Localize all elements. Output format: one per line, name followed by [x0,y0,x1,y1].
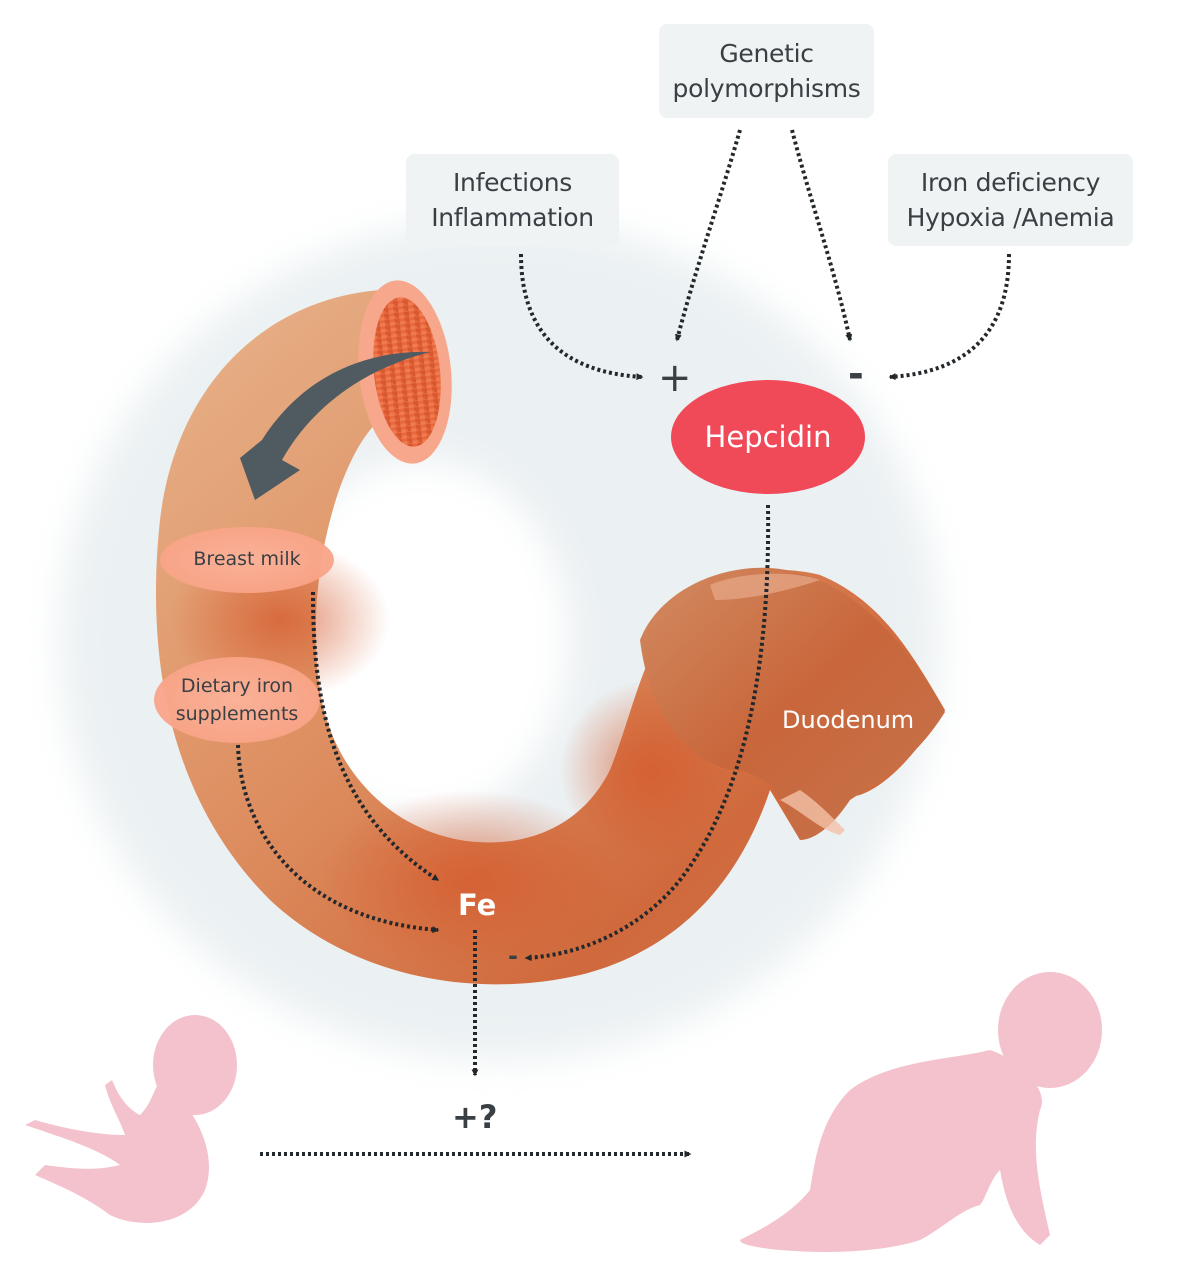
dietary-iron-label-line-1: Dietary iron [180,675,294,697]
genetic-box-line-1: Genetic [719,39,814,68]
infections-box-line-1: Infections [452,168,573,197]
flow-direction-arrow [240,351,430,500]
infections-inflammation-box: Infections Inflammation [406,154,619,246]
breast-milk-label: Breast milk [193,548,301,570]
small-intestine-tube [155,290,945,985]
arrows [236,129,1011,1158]
duodenum-label: Duodenum [782,706,915,734]
dietary-iron-label-line-2: supplements [175,703,299,725]
breast-milk-source [160,527,334,593]
arrow-genetic-to-minus [790,129,853,342]
hepcidin-ellipse [671,380,865,494]
arrow-iron-deficiency-to-minus [888,253,1011,381]
minus-sign: - [848,352,864,396]
iron-deficiency-box-line-2: Hypoxia /Anemia [906,203,1115,232]
crawling-infant-silhouette [740,972,1102,1252]
iron-deficiency-box: Iron deficiency Hypoxia /Anemia [888,154,1133,246]
arrow-dietary-iron-to-fe [236,744,440,934]
arrow-genetic-to-plus [675,129,742,342]
fetus-silhouette [25,1015,237,1223]
intestine-lumen [373,297,441,447]
fe-inhibition-minus-sign: - [508,942,518,970]
arrow-breast-milk-to-fe [311,591,440,882]
arrow-infections-to-plus [519,253,644,381]
plus-sign: + [658,355,692,401]
dietary-iron-source [154,657,320,743]
genetic-box-line-2: polymorphisms [672,74,861,103]
outcome-label: +? [452,1098,498,1136]
fe-label: Fe [458,888,497,922]
arrow-hepcidin-to-fe [524,504,771,962]
infections-box-line-2: Inflammation [431,203,594,232]
iron-deficiency-box-line-1: Iron deficiency [920,168,1101,197]
dietary-iron-label: Dietary iron supplements [154,672,320,728]
hepcidin-label: Hepcidin [704,420,832,454]
duodenum-bulb [640,567,945,840]
genetic-polymorphisms-box: Genetic polymorphisms [659,24,874,118]
